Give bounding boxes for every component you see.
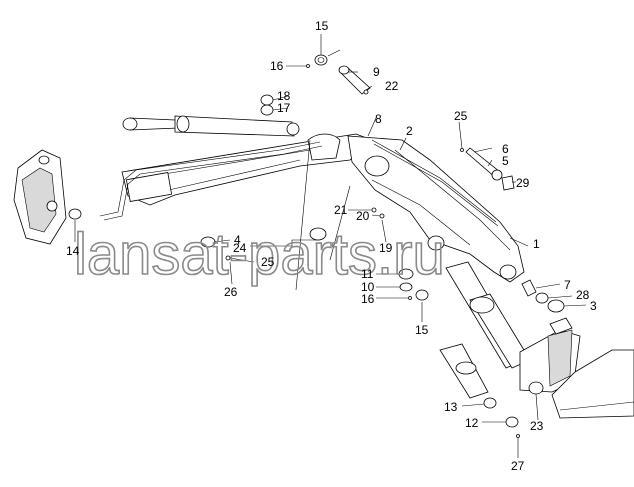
- callout-1: 1: [533, 237, 540, 251]
- callout-20: 20: [356, 209, 370, 223]
- callout-29: 29: [516, 176, 530, 190]
- base-frame: [519, 317, 634, 419]
- bucket-link: [13, 149, 82, 245]
- loose-parts: [200, 49, 565, 438]
- callout-11: 11: [361, 267, 374, 281]
- callout-27: 27: [511, 459, 525, 473]
- callout-13: 13: [444, 400, 458, 414]
- callout-23: 23: [530, 419, 544, 433]
- callout-labels: 15 16 9 22 18 17 8 2 25 6 5 29 21 20 19 …: [66, 19, 597, 473]
- callout-18: 18: [277, 89, 291, 103]
- arm-cylinder: [122, 115, 300, 137]
- hydraulic-hoses: [99, 139, 499, 227]
- callout-21: 21: [334, 203, 348, 217]
- callout-26: 26: [224, 285, 238, 299]
- callout-15: 15: [315, 19, 329, 33]
- callout-19: 19: [379, 241, 393, 255]
- callout-24: 24: [233, 241, 247, 255]
- callout-4: 4: [234, 233, 241, 247]
- callout-10: 10: [361, 280, 375, 294]
- callout-15-bottom: 15: [415, 323, 429, 337]
- callout-8: 8: [375, 112, 382, 126]
- callout-25-mid: 25: [261, 255, 275, 269]
- callout-28: 28: [576, 288, 590, 302]
- callout-2: 2: [406, 124, 413, 138]
- callout-16-bottom: 16: [361, 292, 375, 306]
- callout-14: 14: [66, 244, 80, 258]
- callout-17: 17: [277, 101, 291, 115]
- callout-12: 12: [465, 416, 479, 430]
- watermark-text: lansat-parts.ru: [74, 222, 445, 287]
- callout-7: 7: [564, 278, 571, 292]
- callout-25-top: 25: [454, 109, 468, 123]
- callout-3: 3: [590, 299, 597, 313]
- boom: [347, 135, 525, 283]
- callout-22: 22: [385, 79, 399, 93]
- leader-lines: [74, 34, 587, 458]
- boom-cylinder: [439, 261, 531, 399]
- callout-5: 5: [502, 154, 509, 168]
- arm: [121, 133, 373, 206]
- callout-6: 6: [502, 142, 509, 156]
- callout-9: 9: [373, 65, 380, 79]
- callout-16: 16: [270, 59, 284, 73]
